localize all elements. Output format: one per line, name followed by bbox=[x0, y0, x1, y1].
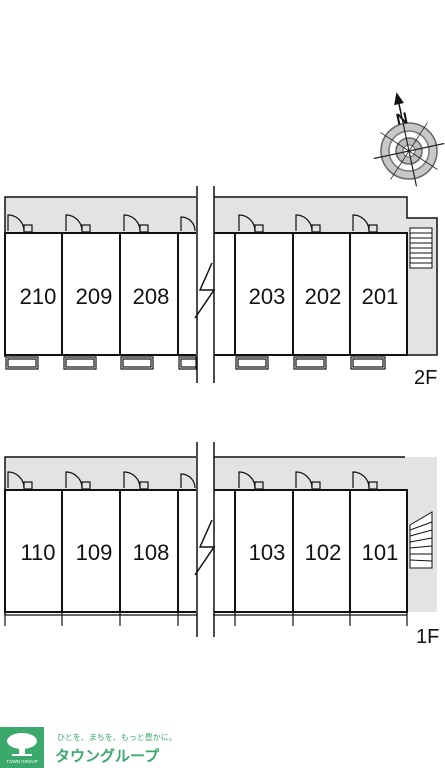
compass-rose: N bbox=[373, 92, 445, 187]
unit-label: 102 bbox=[305, 540, 342, 565]
tree-icon bbox=[7, 733, 37, 756]
north-arrow-icon bbox=[394, 92, 404, 106]
unit-label: 210 bbox=[20, 284, 57, 309]
unit-label: 202 bbox=[305, 284, 342, 309]
staircase-2f bbox=[409, 227, 433, 269]
floor-label: 1F bbox=[416, 626, 439, 648]
unit-label: 108 bbox=[133, 540, 170, 565]
unit-label: 201 bbox=[362, 284, 399, 309]
north-label: N bbox=[395, 110, 410, 129]
floor-1f: 110 109 108 103 102 101 1F bbox=[4, 442, 439, 648]
brand-name: タウングループ bbox=[55, 747, 160, 765]
unit-label: 101 bbox=[362, 540, 399, 565]
brand-tagline: ひとを、まちを、もっと豊かに。 bbox=[57, 732, 177, 742]
floor-label: 2F bbox=[414, 367, 437, 389]
brand-logo: TOWN GROUP bbox=[0, 727, 44, 768]
logo-text: TOWN GROUP bbox=[6, 759, 37, 764]
door-icons-2f bbox=[7, 214, 378, 233]
door-icons-1f bbox=[7, 471, 378, 490]
unit-label: 110 bbox=[20, 540, 55, 565]
unit-label: 103 bbox=[249, 540, 286, 565]
unit-label: 109 bbox=[76, 540, 113, 565]
floor-2f: 210 209 208 203 202 201 2F bbox=[4, 186, 438, 389]
unit-label: 209 bbox=[76, 284, 113, 309]
unit-label: 203 bbox=[249, 284, 286, 309]
unit-label: 208 bbox=[133, 284, 170, 309]
balconies-2f bbox=[5, 356, 386, 370]
staircase-1f bbox=[409, 511, 433, 569]
